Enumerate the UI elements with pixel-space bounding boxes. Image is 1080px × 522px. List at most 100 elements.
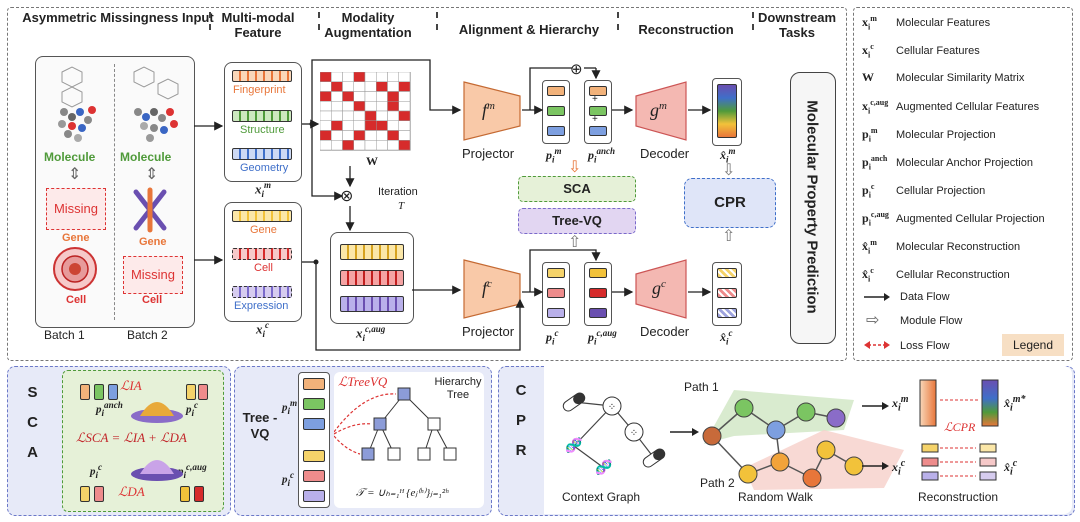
treevq-segment xyxy=(303,378,325,390)
pm-symbol: pim xyxy=(282,398,298,416)
gene-label: Gene xyxy=(139,236,167,248)
plus-icon: + xyxy=(592,114,598,125)
cell-bar xyxy=(232,248,292,260)
header-separator xyxy=(752,12,754,30)
legend-symbol: x̂im xyxy=(862,238,877,256)
legend-item: pic,aug Augmented Cellular Projection xyxy=(862,210,1045,227)
hierarchy-tree-label: Hierarchy Tree xyxy=(434,376,482,401)
module-flow-arrow-icon: ⇩ xyxy=(568,159,582,176)
legend-symbol: xim xyxy=(862,14,877,32)
framework-panel xyxy=(7,7,847,361)
hierarchy-tree xyxy=(334,387,457,461)
module-flow-arrow-icon: ⇩ xyxy=(722,162,736,179)
w-label: W xyxy=(366,154,378,168)
sca-bar xyxy=(80,384,90,400)
xaug-symbol: xic,aug xyxy=(356,324,386,343)
legend-panel xyxy=(853,7,1073,361)
legend-symbol: pic,aug xyxy=(862,210,889,228)
gene-feature-label: Gene xyxy=(250,224,277,236)
cpr-graphs: ⁘ ⁘ 🧬 🧬 xyxy=(562,379,999,490)
treevq-vector-stack xyxy=(298,372,330,508)
bidirectional-arrow-icon: ⇕ xyxy=(68,166,82,183)
iteration-label: Iteration xyxy=(378,186,418,198)
molecule-structure-icon xyxy=(133,66,179,142)
pm-segment xyxy=(547,126,565,136)
structure-bar xyxy=(232,110,292,122)
legend-symbol: xic xyxy=(862,42,874,60)
cell-label: Cell xyxy=(66,294,87,306)
header-reconstruction: Reconstruction xyxy=(638,22,734,37)
matrix-cell xyxy=(398,140,411,151)
path-2-label: Path 2 xyxy=(700,476,735,490)
xc-text: x xyxy=(256,321,263,337)
header-separator xyxy=(318,12,320,30)
fm-text: f xyxy=(482,100,488,120)
header-separator xyxy=(436,12,438,30)
header-alignment: Alignment & Hierarchy xyxy=(458,22,600,37)
sca-bar xyxy=(198,384,208,400)
pc-symbol: pic xyxy=(546,328,559,347)
svg-text:🧬: 🧬 xyxy=(595,458,613,476)
fingerprint-label: Fingerprint xyxy=(233,84,286,96)
pm-symbol: pim xyxy=(546,146,562,165)
pc-symbol: pic xyxy=(282,470,295,488)
aug-gene-bar xyxy=(340,244,404,260)
xhat-m-gradient xyxy=(717,84,737,138)
panch-symbol: pianch xyxy=(96,400,123,418)
random-walk-caption: Random Walk xyxy=(738,490,813,504)
sca-bar xyxy=(186,384,196,400)
xhat-m-vector xyxy=(712,78,742,146)
module-flow-label: Module Flow xyxy=(900,315,963,327)
molecule-label: Molecule xyxy=(44,150,96,164)
gc-text: g xyxy=(652,278,661,298)
xhat-m-symbol: x̂im xyxy=(720,146,736,165)
cpr-side-text: CPR xyxy=(515,382,527,459)
gene-bar xyxy=(232,210,292,222)
sca-bar xyxy=(94,384,104,400)
xaug-text: x xyxy=(356,325,363,341)
xc-symbol: xic xyxy=(892,458,906,478)
augmented-feature-box xyxy=(330,232,414,324)
pm-segment xyxy=(547,86,565,96)
pc-symbol: pic xyxy=(90,462,103,480)
context-graph-caption: Context Graph xyxy=(562,490,641,504)
bidirectional-arrow-icon: ⇕ xyxy=(145,166,159,183)
panch-segment xyxy=(589,126,607,136)
pc-segment xyxy=(547,268,565,278)
distribution-surface-icon xyxy=(131,460,183,481)
xhat-c-symbol: x̂ic xyxy=(1004,458,1018,478)
molecular-decoder-shape xyxy=(635,81,687,141)
legend-symbol: pianch xyxy=(862,154,888,172)
panch-segment xyxy=(589,106,607,116)
xc-symbol: xic xyxy=(256,320,270,339)
legend-symbol: pim xyxy=(862,126,878,144)
cpr-module: CPR xyxy=(684,178,776,228)
aug-expression-bar xyxy=(340,296,404,312)
sca-bar xyxy=(180,486,190,502)
cpr-side-label: CPR xyxy=(504,376,538,504)
geometry-bar xyxy=(232,148,292,160)
legend-text: Augmented Cellular Features xyxy=(896,101,1040,113)
legend-symbol: xic,aug xyxy=(862,98,889,116)
cellular-feature-box xyxy=(224,202,302,322)
treevq-side-label: Tree -VQ xyxy=(242,410,278,441)
ltreevq-label: ℒTreeVQ xyxy=(338,374,388,389)
legend-symbol: pic xyxy=(862,182,875,200)
pcaug-vector xyxy=(584,262,612,326)
sca-bar xyxy=(94,486,104,502)
gene-label: Gene xyxy=(62,232,90,244)
treevq-segment xyxy=(303,450,325,462)
similarity-matrix xyxy=(320,72,411,151)
sca-side-text: SCA xyxy=(27,384,39,461)
svg-text:🧬: 🧬 xyxy=(565,436,583,454)
legend-text: Augmented Cellular Projection xyxy=(896,213,1045,225)
lda-label: ℒDA xyxy=(118,484,145,499)
pcaug-symbol: pic,aug xyxy=(588,328,617,347)
structure-label: Structure xyxy=(240,124,285,136)
module-flow-icon: ⇨ xyxy=(866,312,880,329)
tensor-product-icon: ⊗ xyxy=(340,188,354,205)
